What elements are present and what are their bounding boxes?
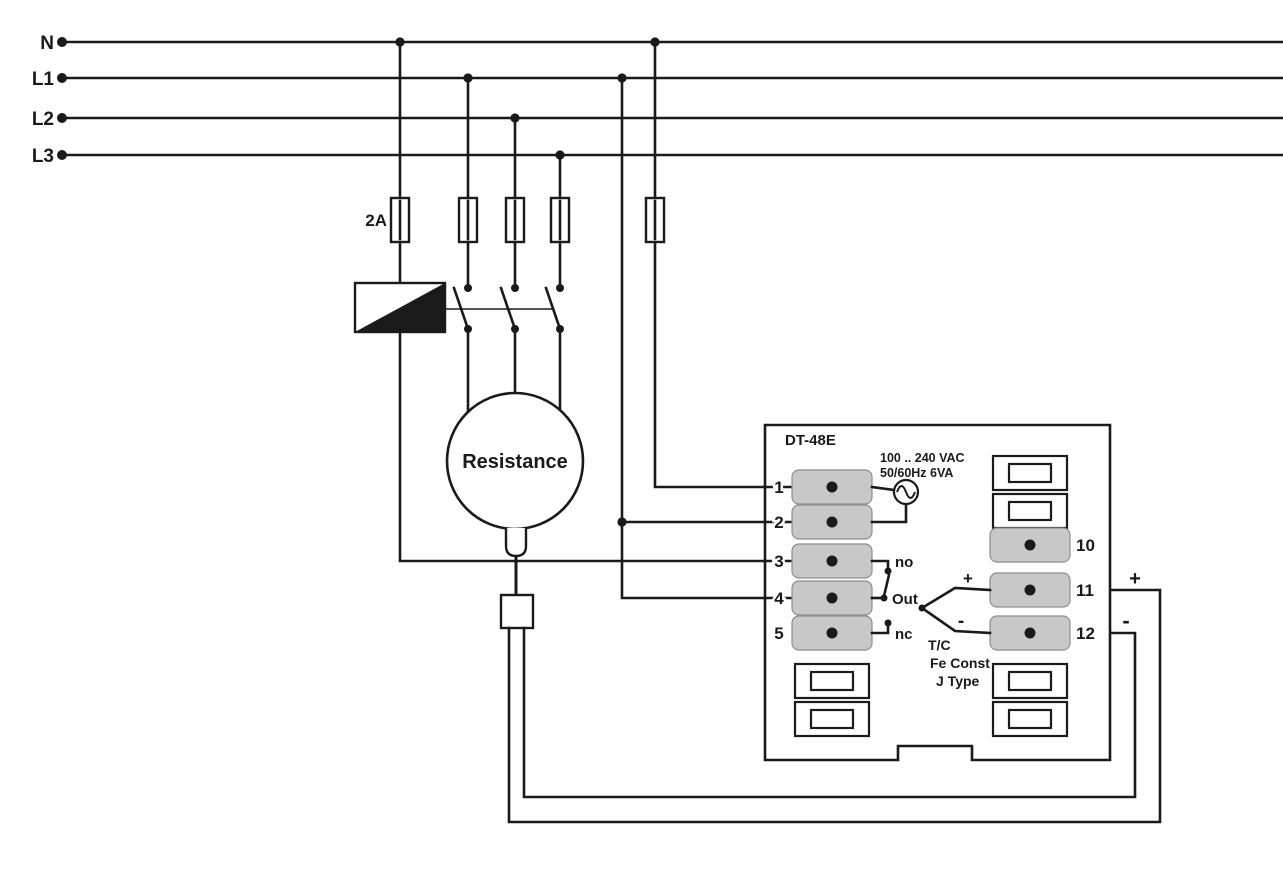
ac-sine-icon: [896, 485, 916, 499]
unused-terminals-right-top: [991, 454, 1069, 530]
contact-blade: [452, 286, 470, 331]
contact-terminal-dot: [556, 284, 564, 292]
contactor-pole-2: [499, 284, 519, 333]
relay-nc-dot: [884, 619, 892, 627]
junction-dot: [555, 150, 565, 160]
fuse-rating-label: 2A: [365, 211, 387, 230]
tc-plus-label: +: [963, 569, 973, 588]
load-label: Resistance: [462, 451, 568, 473]
relay-output: no Out nc: [870, 554, 918, 643]
wire-n-to-terminal-1: [653, 40, 794, 489]
wire-coil-to-terminal-3: [398, 330, 794, 563]
tc-arm-plus: [920, 586, 992, 610]
tc-type-line1: Fe Const: [930, 655, 990, 671]
contact-blade: [499, 286, 517, 331]
terminal-10-number: 10: [1076, 536, 1095, 555]
terminal-10-dot: [1024, 539, 1036, 551]
power-supply: 100 .. 240 VAC 50/60Hz 6VA: [870, 451, 965, 524]
bus-label-n: N: [40, 33, 54, 54]
external-plus-label: +: [1129, 568, 1141, 590]
tc-arm-minus: [920, 606, 992, 635]
tc-input: + - T/C Fe Const J Type: [918, 569, 992, 689]
fuses: 2A: [365, 196, 666, 244]
tc-label: T/C: [928, 637, 951, 653]
junction-dot: [463, 73, 473, 83]
tc-lead-minus: [522, 626, 1137, 799]
junction-dot: [395, 37, 405, 47]
relay-nc-stub: [870, 625, 890, 635]
thermocouple-probe: [504, 528, 528, 558]
terminal-3-dot: [826, 555, 838, 567]
terminal-strip-left: 1 2 3 4 5: [772, 469, 873, 651]
unused-terminals-right-bottom: [991, 662, 1069, 738]
unused-terminal-inner: [1007, 670, 1053, 692]
tc-type-line2: J Type: [936, 673, 980, 689]
bus-lines: N L1 L2 L3: [32, 33, 1283, 167]
junction-dot: [617, 517, 627, 527]
unused-terminal-inner: [809, 708, 855, 730]
wires: [398, 40, 794, 600]
terminal-3-number: 3: [774, 552, 783, 571]
contactor: [353, 281, 564, 334]
resistance-load: Resistance: [445, 391, 585, 531]
relay-no-stub: [870, 559, 890, 569]
terminal-2-dot: [826, 516, 838, 528]
contactor-pole-3: [544, 284, 564, 333]
tc-minus-label: -: [958, 611, 964, 632]
unused-terminals-left: [793, 662, 871, 738]
terminal-4-dot: [826, 592, 838, 604]
power-stub-t2: [870, 502, 908, 524]
terminal-11-number: 11: [1076, 581, 1094, 600]
terminal-12-dot: [1024, 627, 1036, 639]
unused-terminal-inner: [1007, 500, 1053, 522]
relay-nc-label: nc: [895, 626, 913, 643]
controller-model-label: DT-48E: [785, 432, 836, 449]
unused-terminal-inner: [1007, 708, 1053, 730]
contactor-coil-fill: [355, 283, 445, 332]
terminal-1-number: 1: [774, 478, 783, 497]
controller: DT-48E 1 2 3 4 5: [763, 423, 1112, 762]
relay-blade: [882, 573, 891, 598]
power-rating-line2: 50/60Hz 6VA: [880, 466, 953, 480]
bus-label-l3: L3: [32, 146, 54, 167]
unused-terminal-inner: [809, 670, 855, 692]
terminal-5-dot: [826, 627, 838, 639]
tc-lead-plus: [507, 588, 1162, 824]
bus-label-l1: L1: [32, 69, 55, 90]
thermocouple: [499, 528, 1162, 824]
external-polarity: + -: [1122, 568, 1141, 633]
relay-no-label: no: [895, 554, 913, 571]
thermocouple-head: [499, 593, 535, 630]
bus-label-l2: L2: [32, 109, 54, 130]
relay-out-dot: [880, 594, 888, 602]
power-rating-line1: 100 .. 240 VAC: [880, 451, 965, 465]
relay-out-label: Out: [892, 591, 918, 608]
contact-terminal-dot: [464, 284, 472, 292]
relay-no-dot: [884, 567, 892, 575]
junction-dot: [510, 113, 520, 123]
junction-dot: [617, 73, 627, 83]
contact-terminal-dot: [511, 284, 519, 292]
contactor-pole-1: [452, 284, 472, 333]
contact-blade: [544, 286, 562, 331]
terminal-5-number: 5: [774, 624, 783, 643]
terminal-2-number: 2: [774, 513, 783, 532]
terminal-11-dot: [1024, 584, 1036, 596]
terminal-12-number: 12: [1076, 624, 1095, 643]
terminal-strip-right: 10 11 12: [989, 527, 1095, 651]
terminal-1-dot: [826, 481, 838, 493]
power-stub-t1: [870, 485, 896, 492]
junction-dot: [650, 37, 660, 47]
wire-l1-to-terminal-4: [620, 76, 794, 600]
external-minus-label: -: [1122, 608, 1129, 633]
terminal-4-number: 4: [774, 589, 784, 608]
unused-terminal-inner: [1007, 462, 1053, 484]
junction-dots: [395, 37, 660, 527]
